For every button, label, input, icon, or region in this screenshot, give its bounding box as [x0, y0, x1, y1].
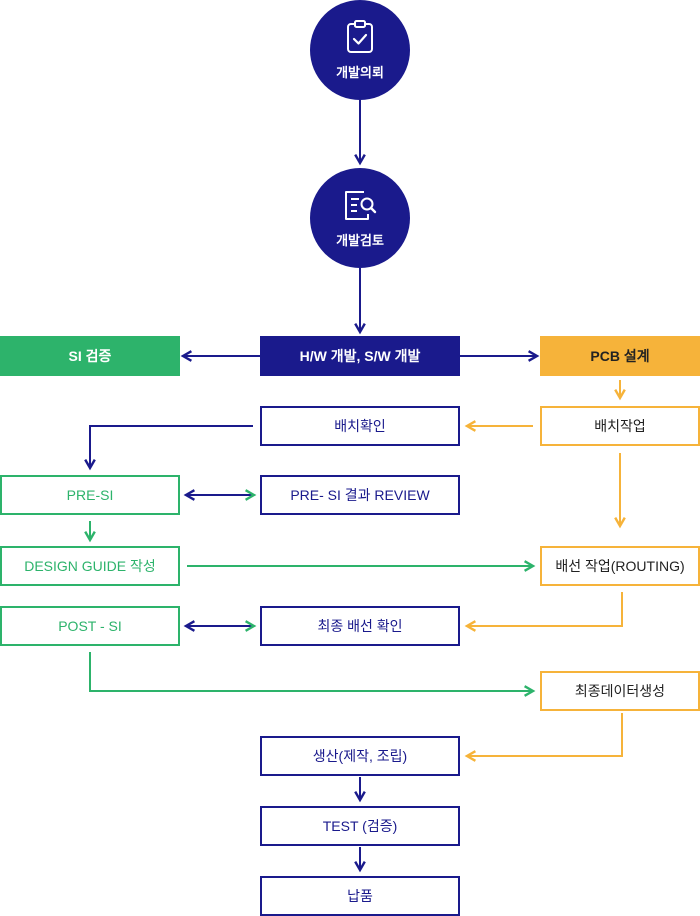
node-review: 개발검토	[310, 168, 410, 268]
node-test: TEST (검증)	[260, 806, 460, 846]
node-final-data: 최종데이터생성	[540, 671, 700, 711]
clipboard-check-icon	[347, 19, 373, 53]
node-routing: 배선 작업(ROUTING)	[540, 546, 700, 586]
node-production: 생산(제작, 조립)	[260, 736, 460, 776]
arrow-placement-check-presi	[84, 425, 253, 471]
node-request-label: 개발의뢰	[336, 64, 384, 80]
node-design-guide: DESIGN GUIDE 작성	[0, 546, 180, 586]
node-request: 개발의뢰	[310, 0, 410, 100]
document-search-icon	[345, 190, 377, 220]
arrow-routing-finalcheck	[464, 592, 623, 632]
node-pre-si-review: PRE- SI 결과 REVIEW	[260, 475, 460, 515]
node-placement-work: 배치작업	[540, 406, 700, 446]
node-si-verify: SI 검증	[0, 336, 180, 376]
node-review-label: 개발검토	[336, 232, 384, 248]
node-placement-check: 배치확인	[260, 406, 460, 446]
node-final-routing-check: 최종 배선 확인	[260, 606, 460, 646]
node-pre-si: PRE-SI	[0, 475, 180, 515]
node-hw-sw: H/W 개발, S/W 개발	[260, 336, 460, 376]
arrow-postsi-finaldata	[89, 652, 536, 697]
node-delivery: 납품	[260, 876, 460, 916]
node-post-si: POST - SI	[0, 606, 180, 646]
arrow-finaldata-production	[464, 713, 623, 762]
node-pcb-design: PCB 설계	[540, 336, 700, 376]
